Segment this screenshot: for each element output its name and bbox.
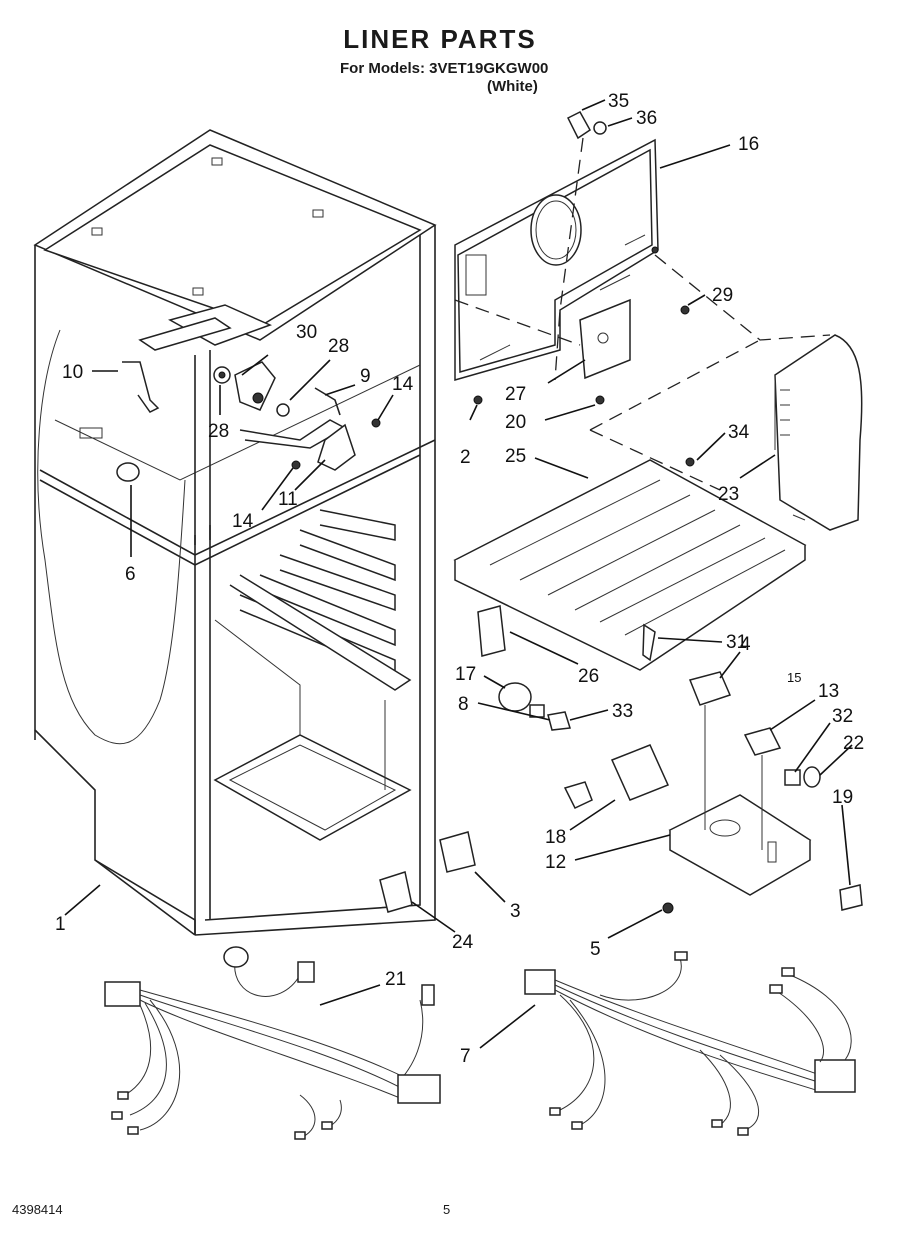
callout-30: 30 xyxy=(296,322,317,343)
callout-24: 24 xyxy=(452,932,474,953)
callout-33: 33 xyxy=(612,701,633,722)
page-title: LINER PARTS xyxy=(343,24,537,54)
page-number: 5 xyxy=(443,1202,451,1217)
callout-32: 32 xyxy=(832,706,853,727)
callout-20: 20 xyxy=(505,412,526,433)
callout-31: 31 xyxy=(726,632,747,653)
liner-cabinet xyxy=(33,129,437,936)
air-duct xyxy=(774,334,863,531)
callout-9: 9 xyxy=(360,366,371,387)
callout-36: 36 xyxy=(636,108,657,129)
callout-14a: 14 xyxy=(392,374,414,395)
callout-15: 15 xyxy=(787,670,801,685)
callout-10: 10 xyxy=(62,362,83,383)
callout-3: 3 xyxy=(510,901,521,922)
callout-leaders xyxy=(64,99,853,1049)
callout-4: 4 xyxy=(740,634,751,655)
callout-27: 27 xyxy=(505,384,526,405)
evaporator-pan xyxy=(453,459,807,671)
callout-6: 6 xyxy=(125,564,136,585)
callout-2: 2 xyxy=(460,447,471,468)
callout-22: 22 xyxy=(843,733,864,754)
callout-14b: 14 xyxy=(232,511,254,532)
electrical-components xyxy=(379,605,863,914)
callout-29: 29 xyxy=(712,285,733,306)
callout-17: 17 xyxy=(455,664,476,685)
callout-18: 18 xyxy=(545,827,566,848)
callout-12: 12 xyxy=(545,852,566,873)
callout-28a: 28 xyxy=(328,336,349,357)
callout-28b: 28 xyxy=(208,421,229,442)
callout-8: 8 xyxy=(458,694,469,715)
callout-23: 23 xyxy=(718,484,739,505)
callout-35: 35 xyxy=(608,91,629,112)
callout-numbers: 1 2 3 4 5 6 7 8 9 10 11 12 13 14 14 15 1… xyxy=(55,91,864,1067)
freezer-controls xyxy=(116,361,381,482)
callout-19: 19 xyxy=(832,787,853,808)
evaporator-cover xyxy=(454,111,695,467)
models-line: For Models: 3VET19GKGW00 xyxy=(340,60,549,77)
callout-11: 11 xyxy=(278,489,298,510)
color-line: (White) xyxy=(487,78,538,95)
callout-16: 16 xyxy=(738,134,759,155)
callout-26: 26 xyxy=(578,666,599,687)
callout-21: 21 xyxy=(385,969,406,990)
callout-7: 7 xyxy=(460,1046,471,1067)
callout-13: 13 xyxy=(818,681,839,702)
callout-25: 25 xyxy=(505,446,526,467)
wire-harness-21 xyxy=(104,946,441,1140)
wire-harness-7 xyxy=(524,951,856,1136)
callout-1: 1 xyxy=(55,914,66,935)
callout-5: 5 xyxy=(590,939,601,960)
callout-34: 34 xyxy=(728,422,750,443)
document-number: 4398414 xyxy=(12,1202,63,1217)
